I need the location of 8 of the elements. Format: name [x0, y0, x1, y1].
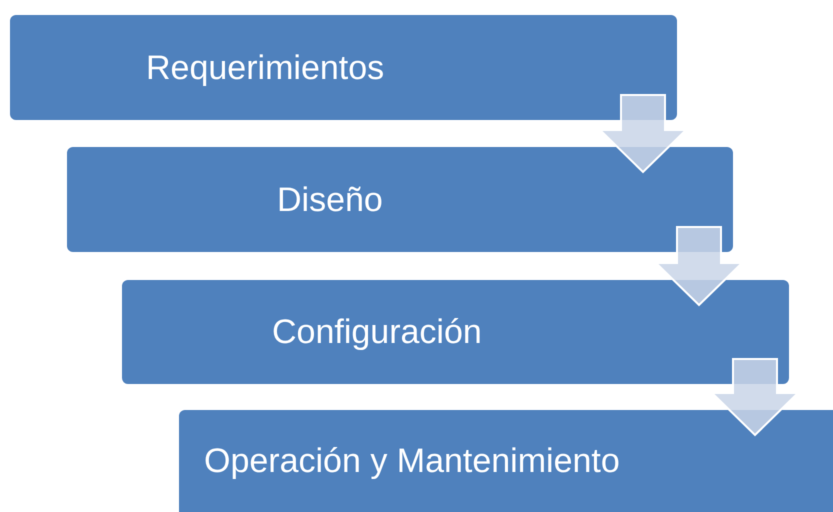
step-label: Diseño: [277, 182, 383, 216]
step-label: Configuración: [272, 315, 482, 349]
process-box: [10, 15, 677, 120]
process-box: [122, 280, 789, 384]
process-box: [179, 410, 833, 512]
step-label: Operación y Mantenimiento: [204, 444, 620, 478]
step-label: Requerimientos: [146, 50, 384, 84]
process-box: [67, 147, 733, 252]
